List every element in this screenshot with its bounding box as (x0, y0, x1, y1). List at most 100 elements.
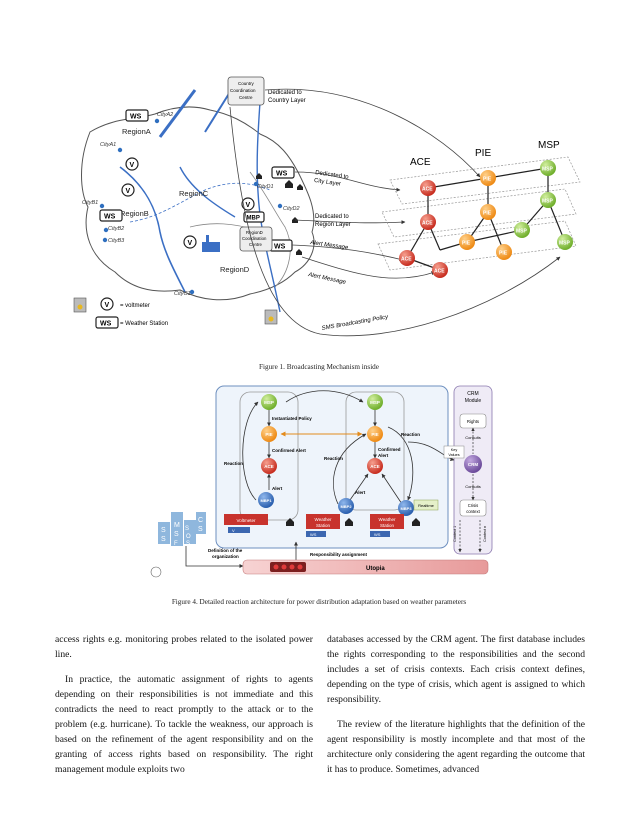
pie-node-1: PIE (261, 426, 277, 442)
voltmeter-c: V (183, 235, 197, 249)
svg-text:WS: WS (276, 171, 288, 178)
svg-text:WS: WS (130, 114, 142, 121)
instantiated-policy-label: Instantiated Policy (272, 416, 312, 421)
alert-label-2: Alert (355, 490, 366, 495)
agent-panel (215, 385, 449, 549)
house-icons (286, 518, 420, 526)
svg-text:S: S (161, 536, 166, 543)
svg-text:ACE: ACE (434, 269, 445, 275)
region-c-label: RegionC (179, 189, 209, 198)
reaction-mid-label: Reaction (324, 456, 343, 461)
city-c1-label: CityC1 (174, 291, 191, 297)
city-a2-label: CityA2 (157, 112, 173, 118)
rights-db: Rights (459, 413, 487, 429)
mbp-box: MBP (243, 211, 265, 223)
svg-text:PIE: PIE (265, 432, 272, 437)
msp-node-1: MSP (261, 394, 277, 410)
responsibility-assignment-label: Responsibility assignment (310, 552, 368, 557)
svg-text:MSP: MSP (264, 400, 274, 405)
paragraph: In practice, the automatic assignment of… (55, 674, 313, 775)
svg-text:MSP: MSP (542, 167, 554, 173)
svg-text:S: S (185, 526, 189, 532)
ws-box-a: WS (125, 109, 149, 122)
svg-text:Rights: Rights (467, 419, 479, 424)
svg-text:ACE: ACE (370, 464, 380, 469)
ace-node: ACE (432, 262, 448, 278)
svg-text:V: V (126, 188, 131, 195)
svg-text:WS: WS (274, 244, 286, 251)
svg-text:MSP: MSP (516, 229, 528, 235)
consults-label-1: Consults (465, 435, 481, 440)
svg-text:PIE: PIE (371, 432, 378, 437)
city-d2-label: CityD2 (283, 206, 300, 212)
voltmeter-a: V (125, 157, 139, 171)
label-dedicated-city: Dedicated toCity Layer (314, 170, 350, 189)
figure-1: RegionA RegionB RegionC RegionD CityA1 C… (73, 76, 581, 337)
left-column: access rights e.g. monitoring probes rel… (55, 632, 313, 787)
power-plant-icon-2 (264, 309, 278, 325)
alert-label-1: Alert (272, 486, 283, 491)
svg-text:Realtime: Realtime (418, 503, 435, 508)
svg-text:MBP3: MBP3 (400, 506, 412, 511)
ace-node: ACE (420, 180, 436, 196)
confirmed-alert-label: Confirmed Alert (272, 448, 306, 453)
context-n-label: Context n (483, 526, 487, 542)
msp-node: MSP (540, 192, 556, 208)
region-d-label: RegionD (220, 265, 250, 274)
context-1-label: Context 1 (453, 526, 457, 542)
svg-text:S: S (198, 526, 203, 533)
pie-node: PIE (459, 234, 475, 250)
msp-node: MSP (540, 160, 556, 176)
svg-text:Centre: Centre (249, 242, 263, 247)
svg-text:WS: WS (100, 321, 112, 328)
factory-icon (202, 235, 220, 252)
ace-node-1: ACE (261, 458, 277, 474)
svg-text:ACE: ACE (422, 221, 433, 227)
svg-text:Voltmeter: Voltmeter (236, 518, 256, 523)
reaction-left-label: Reaction (224, 461, 243, 466)
svg-text:C: C (198, 517, 203, 524)
label-alert-message-1: Alert Message (309, 240, 349, 252)
svg-text:MBP: MBP (247, 216, 260, 222)
paragraph: The review of the literature highlights … (327, 719, 585, 775)
city-a1-label: CityA1 (100, 142, 116, 148)
svg-text:RegionD: RegionD (246, 230, 263, 235)
legend-weather-station: = Weather Station (120, 321, 168, 327)
msp-node: MSP (557, 234, 573, 250)
city-b3-label: CityB3 (108, 238, 125, 244)
region-b-label: RegionB (120, 209, 149, 218)
svg-text:MSP: MSP (559, 241, 571, 247)
pie-node: PIE (480, 204, 496, 220)
city-b1-label: CityB1 (82, 200, 98, 206)
voltmeter-b: V (121, 183, 135, 197)
svg-text:MBP2: MBP2 (340, 504, 352, 509)
pie-node: PIE (496, 244, 512, 260)
svg-text:Coordination: Coordination (230, 88, 256, 93)
svg-text:WS: WS (104, 214, 116, 221)
ace-node: ACE (399, 250, 415, 266)
pie-node-2: PIE (367, 426, 383, 442)
svg-text:V: V (232, 528, 235, 533)
pie-node: PIE (480, 170, 496, 186)
svg-text:S: S (161, 527, 166, 534)
svg-text:MBP1: MBP1 (260, 498, 272, 503)
svg-text:V: V (105, 302, 110, 309)
svg-text:MSP: MSP (370, 400, 380, 405)
svg-text:PIE: PIE (483, 211, 492, 217)
svg-text:WS: WS (374, 532, 381, 537)
svg-text:ACE: ACE (264, 464, 274, 469)
ws-box-d1: WS (271, 166, 295, 179)
svg-text:S: S (174, 531, 179, 538)
v-tag: V (228, 527, 250, 533)
svg-text:S: S (186, 541, 190, 547)
